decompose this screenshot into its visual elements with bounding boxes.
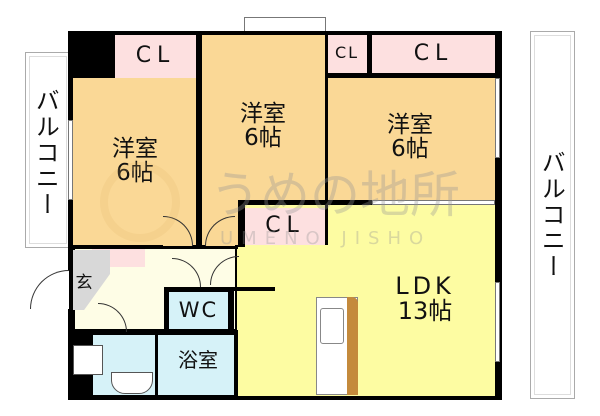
wall-bed2-bed3	[325, 35, 328, 245]
closet-3-label: CL	[413, 41, 454, 66]
balcony-right	[530, 31, 575, 399]
sink-icon	[320, 308, 344, 344]
watermark-logo: うめの地所	[210, 166, 460, 224]
window-left	[68, 120, 73, 200]
closet-2	[327, 35, 367, 73]
kitchen-counter-edge	[347, 297, 358, 395]
closet-1	[115, 35, 196, 78]
ldk-extension	[237, 247, 257, 396]
closet-3	[372, 35, 495, 73]
front-door[interactable]	[30, 270, 69, 309]
wall-bed-hall	[73, 245, 238, 249]
wall-bed3-ldk	[238, 200, 371, 205]
closet-4	[245, 208, 325, 245]
wall-cl4	[238, 200, 245, 247]
balcony-left	[25, 52, 71, 248]
wall-cl-bottom	[325, 73, 372, 78]
washing-machine	[73, 345, 103, 375]
window-right-upper	[495, 78, 500, 158]
room-size: 13帖	[397, 297, 453, 326]
wash-basin	[111, 372, 153, 394]
balcony-right-label: バルコニー	[537, 150, 566, 280]
room-name: 洋室	[387, 112, 433, 138]
closet-2-label: CL	[334, 43, 360, 62]
room-name: LDK	[395, 272, 455, 300]
closet-4-label: CL	[265, 213, 305, 238]
sliding-door-bed3	[372, 200, 495, 205]
wc-label: WC	[178, 298, 219, 322]
watermark-circle	[100, 162, 180, 242]
wall-cl-split	[367, 35, 372, 78]
bathroom	[158, 335, 238, 395]
room-name: 洋室	[112, 136, 158, 162]
balcony-left-label: バルコニー	[31, 88, 60, 218]
entrance-label: 玄	[75, 273, 93, 293]
wall-bed1-bed2	[196, 35, 202, 245]
room-size: 6帖	[391, 136, 429, 163]
room-name: 洋室	[240, 101, 286, 127]
closet-1-label: CL	[135, 43, 176, 68]
western-room-3	[328, 78, 495, 200]
bath-wall-lower	[234, 330, 238, 396]
wc	[169, 292, 228, 329]
watermark-romaji: UMENO JISHO	[220, 228, 432, 249]
window-right-lower	[495, 282, 500, 362]
room-size: 6帖	[244, 125, 282, 152]
bathroom-label: 浴室	[178, 348, 218, 372]
